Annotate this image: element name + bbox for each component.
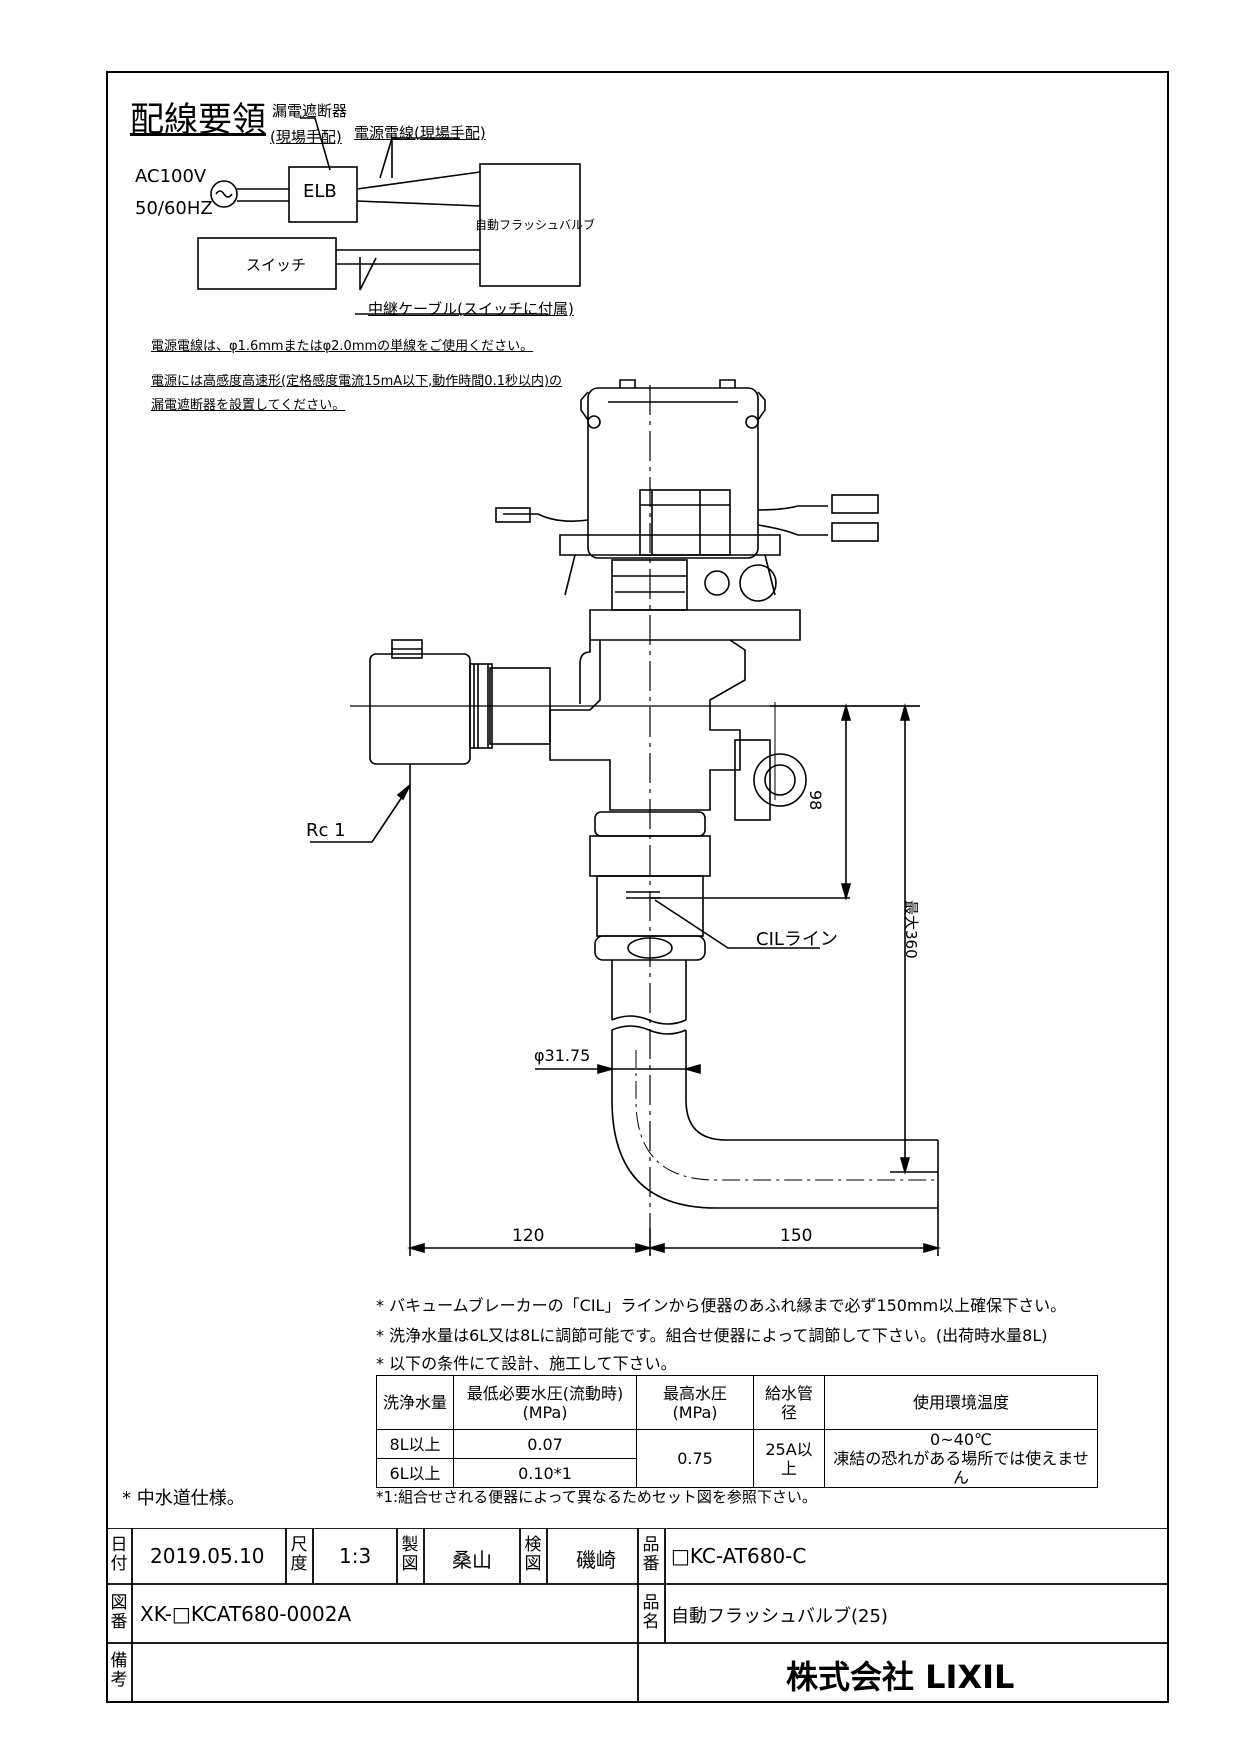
date-value: 2019.05.10 — [150, 1544, 265, 1568]
product-name: 自動フラッシュバルブ(25) — [671, 1606, 888, 1627]
note-cil: * バキュームブレーカーの「CIL」ラインから便器のあふれ縁まで必ず150mm以… — [376, 1296, 1067, 1315]
wiring-note-2: 電源には高感度高速形(定格感度電流15mA以下,動作時間0.1秒以内)の — [151, 374, 563, 389]
cil-line-label: CILライン — [756, 929, 838, 950]
wiring-title: 配線要領 — [130, 100, 266, 140]
pipe-size: 25A以上 — [753, 1429, 826, 1488]
date-label: 日付 — [110, 1535, 128, 1574]
switch-box — [197, 237, 337, 290]
company-logo: 株式会社 LIXIL — [786, 1658, 1015, 1696]
footnote: *1:組合せされる便器によって異なるためセット図を参照下さい。 — [376, 1488, 817, 1506]
dim-98: 98 — [806, 790, 825, 811]
spec-table: 洗浄水量 最低必要水圧(流動時)(MPa) 最高水圧(MPa) 給水管径 使用環… — [375, 1375, 1099, 1488]
chusui-note: * 中水道仕様。 — [122, 1488, 245, 1509]
ac-frequency: 50/60HZ — [135, 198, 213, 219]
checked-label: 検図 — [524, 1535, 542, 1574]
ac-voltage: AC100V — [135, 166, 207, 187]
dim-360: 最大360 — [902, 900, 920, 959]
note-conditions: * 以下の条件にて設計、施工して下さい。 — [376, 1354, 677, 1373]
drawn-by: 桑山 — [452, 1548, 492, 1572]
ac-source-icon — [210, 180, 238, 208]
drawn-label: 製図 — [401, 1535, 419, 1574]
solenoid-body — [369, 653, 471, 765]
part-number: □KC-AT680-C — [671, 1544, 807, 1568]
partno-label: 品番 — [642, 1535, 660, 1574]
elcb-sub-label: (現場手配) — [270, 128, 342, 146]
remarks-label: 備考 — [110, 1651, 128, 1690]
th-min-pressure: 最低必要水圧(流動時)(MPa) — [453, 1375, 638, 1430]
wiring-note-1: 電源電線は、φ1.6mmまたはφ2.0mmの単線をご使用ください。 — [151, 339, 534, 354]
note-volume: * 洗浄水量は6L又は8Lに調節可能です。組合せ便器によって調節して下さい。(出… — [376, 1326, 1048, 1345]
name-label: 品名 — [642, 1593, 660, 1632]
scale-value: 1:3 — [339, 1544, 372, 1568]
drawing-number: XK-□KCAT680-0002A — [140, 1602, 352, 1626]
valve-box — [479, 163, 581, 287]
row1-volume: 8L以上 — [375, 1429, 455, 1459]
checked-by: 磯崎 — [576, 1548, 616, 1572]
ac-wave-icon — [215, 190, 233, 198]
row2-volume: 6L以上 — [375, 1458, 455, 1488]
scale-label: 尺度 — [290, 1535, 308, 1574]
title-block: 日付 2019.05.10 尺度 1:3 製図 桑山 検図 磯崎 品番 □KC-… — [106, 1528, 1169, 1703]
max-pressure: 0.75 — [636, 1429, 755, 1488]
th-max-pressure: 最高水圧(MPa) — [636, 1375, 755, 1430]
th-pipe: 給水管径 — [753, 1375, 826, 1430]
diameter-label: φ31.75 — [534, 1046, 591, 1065]
row1-min-pressure: 0.07 — [453, 1429, 638, 1459]
elb-box — [288, 166, 358, 223]
th-volume: 洗浄水量 — [375, 1375, 455, 1430]
rc-label: Rc 1 — [306, 820, 346, 841]
row2-min-pressure: 0.10*1 — [453, 1458, 638, 1488]
elb-label: ELB — [303, 181, 337, 202]
actuator-housing — [587, 387, 759, 559]
th-temp: 使用環境温度 — [824, 1375, 1099, 1430]
wiring-note-3: 漏電遮断器を設置してください。 — [151, 398, 346, 413]
switch-box-label: スイッチ — [246, 256, 307, 274]
drawno-label: 図番 — [110, 1593, 128, 1632]
dim-120: 120 — [512, 1226, 545, 1246]
valve-box-label: 自動フラッシュバルブ — [475, 218, 596, 232]
elcb-label: 漏電遮断器 — [272, 102, 348, 120]
dim-150: 150 — [780, 1226, 813, 1246]
